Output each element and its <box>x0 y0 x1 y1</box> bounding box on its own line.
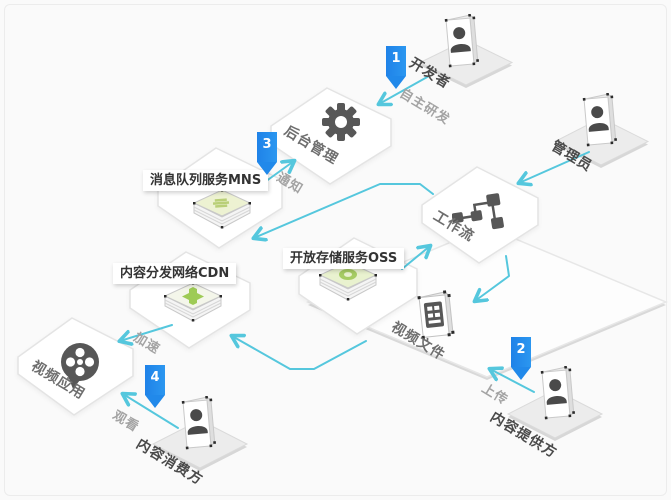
step-pin-2-number: 2 <box>516 342 526 357</box>
gear-icon <box>322 103 360 141</box>
arrow-workflow-to-mns <box>254 183 434 238</box>
content-consumer-person-icon <box>181 396 216 450</box>
oss-label: 开放存储服务OSS <box>283 248 405 269</box>
content-provider-person-icon <box>540 366 575 420</box>
developer-platform <box>418 39 514 88</box>
arrow-developer-to-backend <box>379 75 430 104</box>
step-pin-4-number: 4 <box>150 370 160 385</box>
film-reel-icon <box>61 343 99 389</box>
mns-stack-icon <box>193 189 251 229</box>
cdn-label: 内容分发网络CDN <box>113 263 237 284</box>
arrow-consumer-watch <box>123 394 179 429</box>
step-pin-1: 1 <box>386 46 406 89</box>
video-file-icon <box>417 290 455 340</box>
arrow-cdn-accelerate <box>120 324 173 341</box>
arrow-video-file-to-cdn <box>232 336 367 370</box>
mns-label: 消息队列服务MNS <box>143 170 269 191</box>
arrow-oss-to-workflow <box>401 246 430 270</box>
workflow-icon <box>452 193 504 230</box>
arrow-provider-upload <box>490 369 535 393</box>
step-pin-3-number: 3 <box>262 137 272 152</box>
cdn-stack-icon <box>164 282 222 322</box>
step-pin-4: 4 <box>145 365 165 408</box>
step-pin-2: 2 <box>511 337 531 380</box>
admin-person-icon <box>582 93 617 147</box>
arrow-admin-to-workflow <box>519 151 590 183</box>
step-pin-3: 3 <box>257 132 277 175</box>
arrow-workflow-to-video-file <box>475 255 510 301</box>
developer-person-icon <box>444 14 479 68</box>
step-pin-1-number: 1 <box>391 51 401 66</box>
